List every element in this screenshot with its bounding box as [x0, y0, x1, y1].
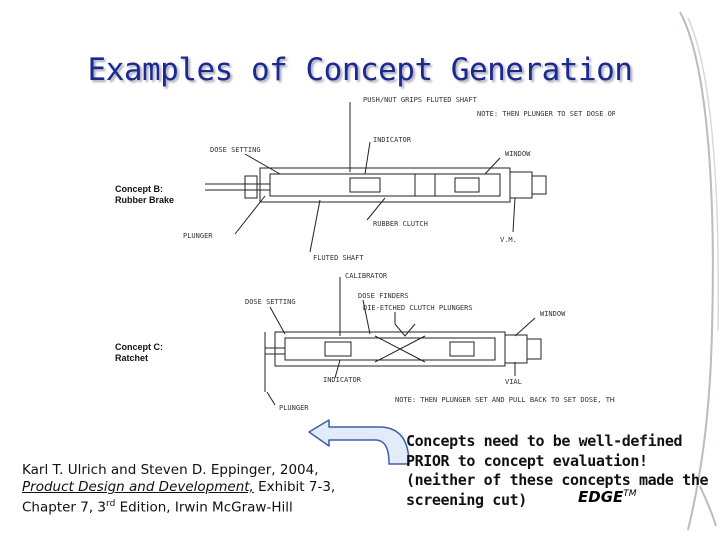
- note-line-2: PRIOR to concept evaluation!: [406, 451, 648, 470]
- annotation: DOSE SETTING: [210, 146, 261, 154]
- annotation: WINDOW: [505, 150, 531, 158]
- concept-b-sketch: [205, 102, 547, 253]
- citation-chapter: Chapter 7, 3: [22, 499, 107, 516]
- edge-logo: EDGETM: [578, 488, 637, 506]
- citation-line-2: Product Design and Development, Exhibit …: [22, 479, 342, 496]
- annotation: PLUNGER: [279, 404, 309, 412]
- citation-exhibit: Exhibit 7-3,: [253, 479, 336, 495]
- annotation: DOSE SETTING: [245, 298, 296, 306]
- annotation: NOTE: THEN PLUNGER SET AND PULL BACK TO …: [395, 396, 615, 404]
- citation-line-3: Chapter 7, 3rd Edition, Irwin McGraw-Hil…: [22, 496, 342, 517]
- annotation: RUBBER CLUTCH: [373, 220, 428, 228]
- citation-edition-suffix: rd: [106, 499, 116, 509]
- concept-c-label-sub: Ratchet: [115, 353, 148, 363]
- concept-b-annotations: PUSH/NUT GRIPS FLUTED SHAFT NOTE: THEN P…: [115, 96, 615, 262]
- citation-book-title: Product Design and Development,: [22, 479, 254, 495]
- trademark: TM: [623, 489, 637, 499]
- concept-b-label: Concept B:: [115, 184, 163, 194]
- citation-line-1: Karl T. Ulrich and Steven D. Eppinger, 2…: [22, 462, 319, 478]
- annotation: INDICATOR: [323, 376, 362, 384]
- note-line-1: Concepts need to be well-defined: [406, 432, 683, 450]
- annotation: FLUTED SHAFT: [313, 254, 364, 262]
- annotation: NOTE: THEN PLUNGER TO SET DOSE OR STROKE…: [477, 110, 615, 118]
- annotation: VIAL: [505, 378, 522, 386]
- curved-arrow-icon: [308, 419, 410, 465]
- citation: Karl T. Ulrich and Steven D. Eppinger, 2…: [22, 462, 342, 517]
- annotation: V.M.: [500, 236, 517, 244]
- annotation: PLUNGER: [183, 232, 213, 240]
- annotation: DOSE FINDERS: [358, 292, 409, 300]
- annotation: DIE-ETCHED CLUTCH PLUNGERS: [363, 304, 473, 312]
- concept-b-label-sub: Rubber Brake: [115, 195, 174, 205]
- slide-title: Examples of Concept Generation: [87, 52, 633, 88]
- concept-c-label: Concept C:: [115, 342, 163, 352]
- annotation: WINDOW: [540, 310, 566, 318]
- concept-c-annotations: CALIBRATOR DOSE SETTING DOSE FINDERS DIE…: [115, 272, 615, 412]
- annotation: INDICATOR: [373, 136, 412, 144]
- note-line-4: screening cut): [406, 490, 527, 509]
- evaluation-note: Concepts need to be well-defined PRIOR t…: [406, 432, 718, 510]
- annotation: CALIBRATOR: [345, 272, 388, 280]
- citation-publisher: Edition, Irwin McGraw-Hill: [115, 499, 293, 516]
- brand-name: EDGE: [578, 488, 624, 506]
- concept-c-sketch: [264, 277, 542, 406]
- concept-sketches: PUSH/NUT GRIPS FLUTED SHAFT NOTE: THEN P…: [115, 96, 615, 412]
- note-line-3: (neither of these concepts made the: [406, 471, 709, 489]
- annotation: PUSH/NUT GRIPS FLUTED SHAFT: [363, 96, 478, 104]
